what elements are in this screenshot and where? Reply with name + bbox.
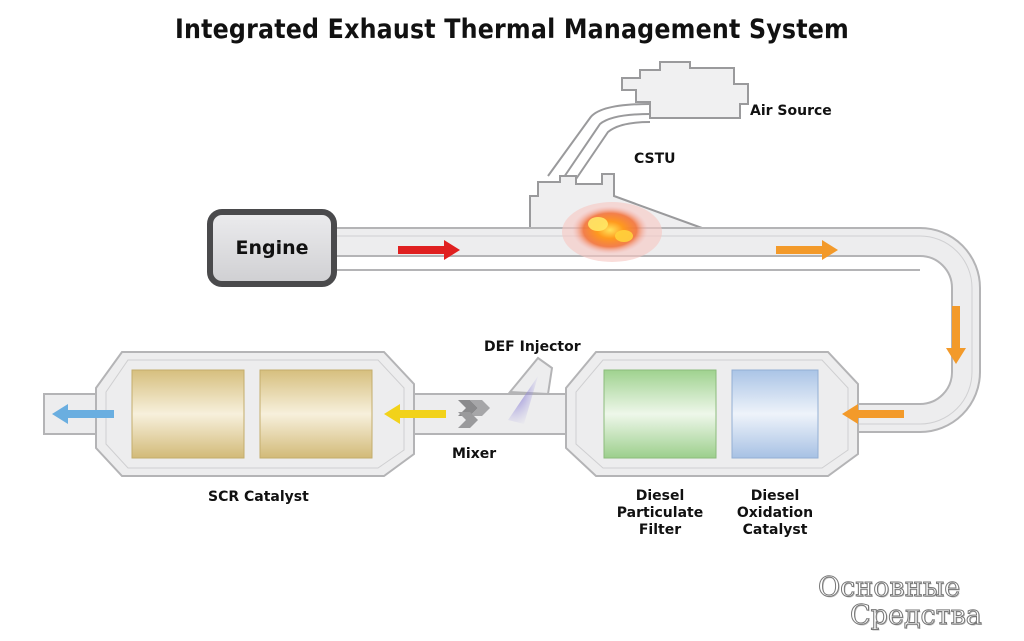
scr-brick-2 [259,369,373,459]
flow-arrow-yellow [384,404,446,424]
flow-arrow-orange-left [842,404,904,424]
air-source-label: Air Source [750,103,832,119]
scr-catalyst-bricks [131,369,373,459]
dpf-label-line3: Filter [638,522,682,538]
watermark-logo: Основные Средства [817,572,1018,636]
flow-arrow-orange-top [776,240,838,260]
dpf-brick [603,369,717,459]
flow-arrow-red [398,240,460,260]
def-spray [508,376,538,424]
mixer-label: Mixer [452,446,497,462]
cstu-label: CSTU [634,151,676,167]
dpf-label-line1: Diesel [635,488,685,504]
doc-brick [731,369,819,459]
doc-label-line2: Oxidation [736,505,814,521]
mixer-icon [458,400,490,428]
scr-brick-1 [131,369,245,459]
engine-block [207,209,337,287]
dpf-label-line2: Particulate [616,505,704,521]
flow-arrow-blue [52,404,114,424]
cstu-flame [562,202,662,262]
diagram-title: Integrated Exhaust Thermal Management Sy… [175,14,849,45]
def-injector-label: DEF Injector [484,339,581,355]
dpf-label: Diesel Particulate Filter [610,488,710,539]
flow-arrow-orange-down [946,306,966,364]
engine-label: Engine [235,237,309,259]
air-source-unit [621,61,749,119]
doc-label-line3: Catalyst [742,522,808,538]
logo-line1: Основные [817,572,961,604]
exhaust-pipe-upper [329,227,981,433]
logo-line2: Средства [850,600,983,632]
doc-label: Diesel Oxidation Catalyst [725,488,825,539]
doc-label-line1: Diesel [750,488,800,504]
cstu-air-pipe [547,103,651,183]
scr-catalyst-label: SCR Catalyst [208,489,309,505]
